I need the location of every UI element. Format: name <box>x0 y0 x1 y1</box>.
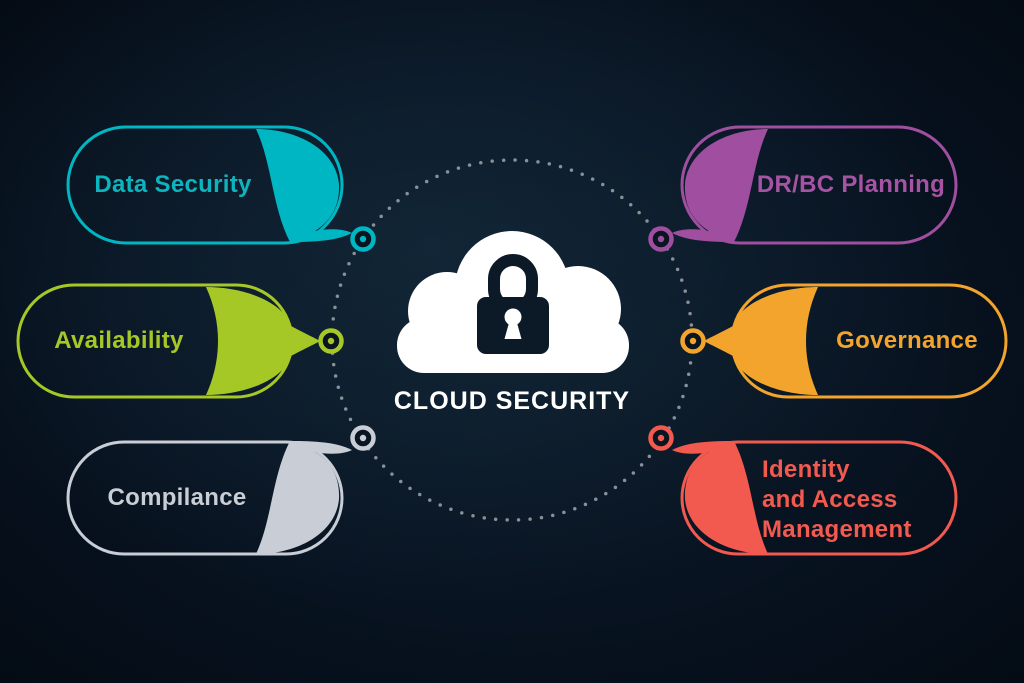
bubble-label-data-security: Data Security <box>94 171 252 198</box>
bubble-shape-data-security <box>66 125 352 245</box>
bubble-label-governance: Governance <box>836 327 978 354</box>
bubble-label-availability: Availability <box>54 327 184 354</box>
ring-marker-compliance <box>350 425 376 451</box>
bubble-label-compliance: Compilance <box>107 484 247 511</box>
lock-icon <box>477 254 549 354</box>
bubble-label-drbc-planning: DR/BC Planning <box>756 171 946 198</box>
bubble-shape-availability <box>16 283 320 399</box>
bubble-label-identity-access: Identity and Access Management <box>762 456 912 543</box>
ring-marker-drbc-planning <box>648 226 674 252</box>
ring-marker-data-security <box>350 226 376 252</box>
bubble-shape-drbc-planning <box>672 125 958 245</box>
ring-marker-governance <box>680 328 706 354</box>
keyhole-icon <box>504 308 522 326</box>
center-title: CLOUD SECURITY <box>393 387 631 415</box>
bubble-shape-identity-access <box>672 440 958 556</box>
bubble-shape-governance <box>704 283 1008 399</box>
ring-marker-availability <box>318 328 344 354</box>
ring-marker-identity-access <box>648 425 674 451</box>
bubble-shape-compliance <box>66 440 352 556</box>
